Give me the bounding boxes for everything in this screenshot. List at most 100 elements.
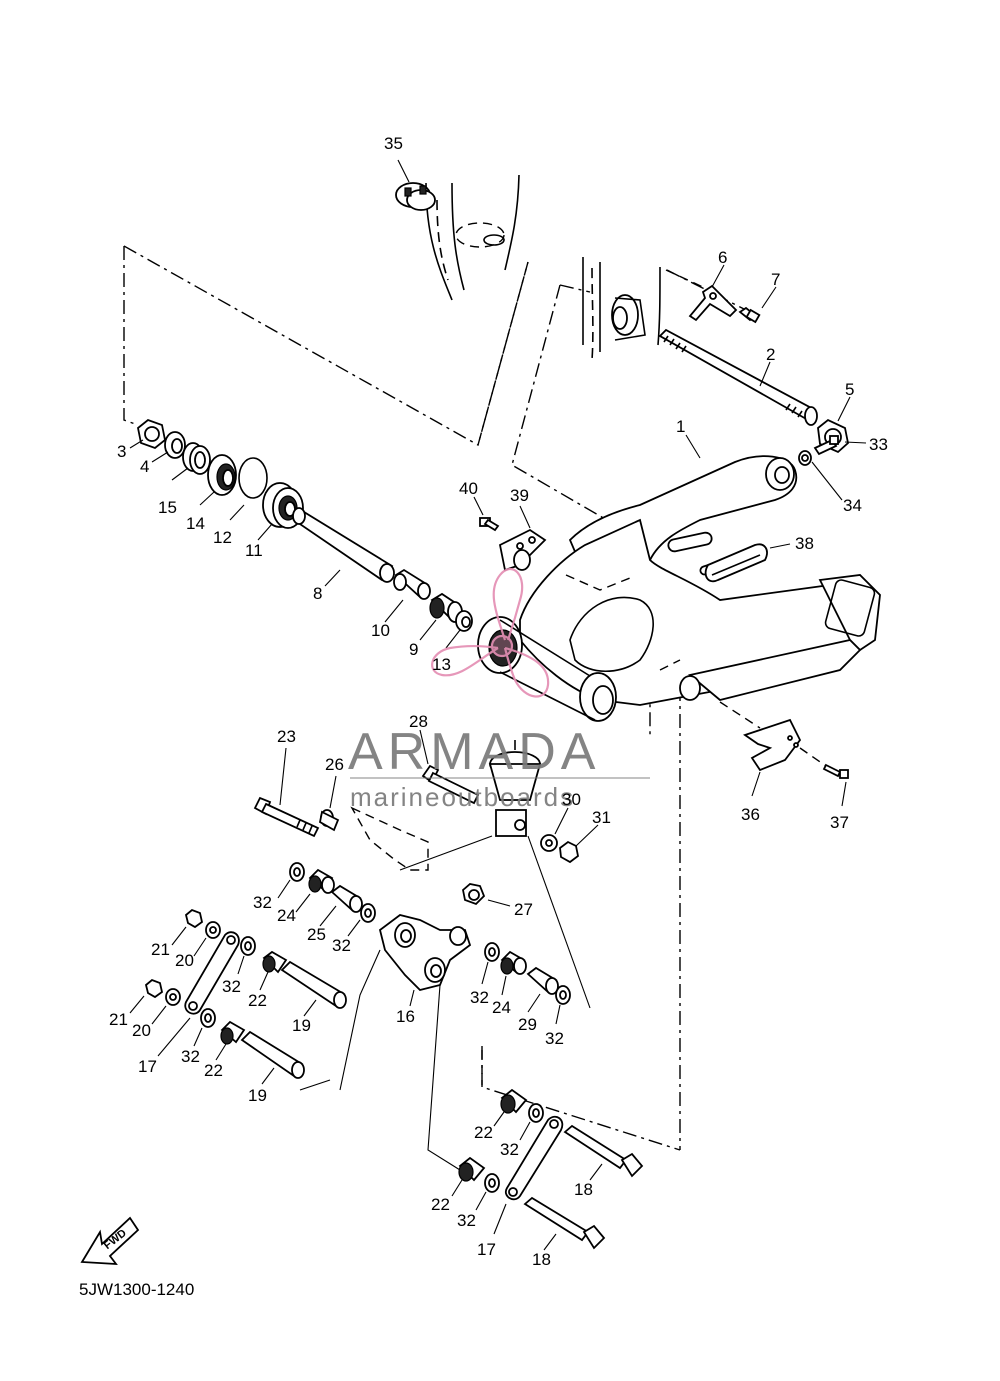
callout-26: 26	[325, 755, 344, 774]
part-32-collar-b	[347, 903, 376, 937]
part-32-collar-f	[555, 985, 571, 1025]
part-31-nut	[559, 824, 599, 864]
part-39-cable-guide	[498, 505, 547, 572]
part-38-rubber-pad	[704, 543, 791, 583]
part-14-oil-seal	[199, 454, 237, 506]
part-24-bearing-b	[500, 950, 527, 996]
part-10-bushing	[384, 568, 431, 623]
callout-4: 4	[140, 457, 149, 476]
callout-18b: 18	[532, 1250, 551, 1269]
propeller-logo-icon	[431, 568, 550, 698]
callout-14: 14	[186, 514, 205, 533]
part-26-collar	[318, 775, 340, 832]
part-30-washer	[540, 807, 569, 852]
callout-21a: 21	[151, 940, 170, 959]
callout-28: 28	[409, 712, 428, 731]
callout-12: 12	[213, 528, 232, 547]
callout-16: 16	[396, 1007, 415, 1026]
callout-38: 38	[795, 534, 814, 553]
callout-17a: 17	[138, 1057, 157, 1076]
fwd-arrow-icon: FWD	[80, 1216, 140, 1266]
part-35-ring-nut	[395, 159, 436, 211]
part-13-collar	[445, 610, 473, 649]
callout-19b: 19	[248, 1086, 267, 1105]
callout-19a: 19	[292, 1016, 311, 1035]
part-3-nut	[129, 418, 166, 450]
part-18-bolt-a	[563, 1124, 644, 1181]
part-25-spacer	[319, 884, 363, 927]
watermark-brand: ARMADA	[348, 723, 600, 781]
part-4-washer	[151, 431, 186, 463]
callout-7: 7	[771, 270, 780, 289]
part-21-nut-b	[129, 978, 164, 1014]
diagram-code: 5JW1300-1240	[79, 1280, 194, 1299]
part-22-bearing-c	[493, 1088, 528, 1127]
callout-17b: 17	[477, 1240, 496, 1259]
callout-36: 36	[741, 805, 760, 824]
part-22-bearing-d	[451, 1156, 486, 1197]
callout-5: 5	[845, 380, 854, 399]
callout-18a: 18	[574, 1180, 593, 1199]
part-16-relay-arm	[299, 914, 472, 1171]
part-33-bolt	[813, 435, 867, 456]
callout-39: 39	[510, 486, 529, 505]
part-9-bearing	[419, 592, 463, 641]
part-2-pivot-shaft	[658, 328, 818, 426]
callout-1: 1	[676, 417, 685, 436]
callout-34: 34	[843, 496, 862, 515]
callout-32c: 32	[222, 977, 241, 996]
callout-32e: 32	[470, 988, 489, 1007]
part-6-bracket	[665, 264, 738, 322]
part-29-spacer	[526, 966, 559, 1013]
callout-11: 11	[245, 541, 263, 560]
watermark-tagline: marineoutboards	[350, 782, 575, 812]
part-37-screw	[799, 747, 849, 807]
part-20-washer-a	[193, 921, 221, 957]
callout-24b: 24	[492, 998, 511, 1017]
part-12-circlip	[229, 457, 268, 521]
callout-10: 10	[371, 621, 390, 640]
part-32-collar-g	[519, 1103, 544, 1141]
part-15-collar	[171, 442, 211, 481]
callout-31: 31	[592, 808, 611, 827]
callout-labels: 1 2 3 4 5 6 7 8 9 10 11 12 13 14 15 16 1…	[109, 134, 888, 1269]
part-34-washer	[798, 450, 843, 501]
callout-29: 29	[518, 1015, 537, 1034]
part-17-connecting-rod-b	[493, 1115, 564, 1235]
callout-21b: 21	[109, 1010, 128, 1029]
callout-24a: 24	[277, 906, 296, 925]
part-1-swing-arm	[477, 434, 881, 722]
callout-22a: 22	[248, 991, 267, 1010]
callout-32g: 32	[500, 1140, 519, 1159]
part-17-connecting-rod-a	[157, 931, 240, 1057]
callout-25: 25	[307, 925, 326, 944]
rear-shock-mount	[399, 740, 591, 1009]
part-32-collar-c	[237, 936, 256, 975]
callout-35: 35	[384, 134, 403, 153]
callout-40: 40	[459, 479, 478, 498]
callout-15: 15	[158, 498, 177, 517]
part-7-bolt	[738, 286, 777, 324]
callout-22c: 22	[474, 1123, 493, 1142]
part-27-nut	[462, 883, 511, 907]
callout-8: 8	[313, 584, 322, 603]
callout-20b: 20	[132, 1021, 151, 1040]
part-23-bolt	[253, 747, 320, 838]
callout-32b: 32	[332, 936, 351, 955]
part-22-bearing-b	[215, 1020, 246, 1061]
callout-32f: 32	[545, 1029, 564, 1048]
callout-3: 3	[117, 442, 126, 461]
part-32-collar-a	[277, 862, 305, 899]
part-32-collar-h	[475, 1173, 500, 1211]
callout-32a: 32	[253, 893, 272, 912]
callout-32h: 32	[457, 1211, 476, 1230]
callout-13: 13	[432, 655, 451, 674]
part-19-spacer-tube-b	[240, 1030, 305, 1085]
part-8-spacer-tube	[292, 507, 395, 587]
callout-9: 9	[409, 640, 418, 659]
callout-23: 23	[277, 727, 296, 746]
callout-37: 37	[830, 813, 849, 832]
part-20-washer-b	[151, 988, 181, 1025]
part-32-collar-e	[481, 942, 500, 985]
callout-2: 2	[766, 345, 775, 364]
